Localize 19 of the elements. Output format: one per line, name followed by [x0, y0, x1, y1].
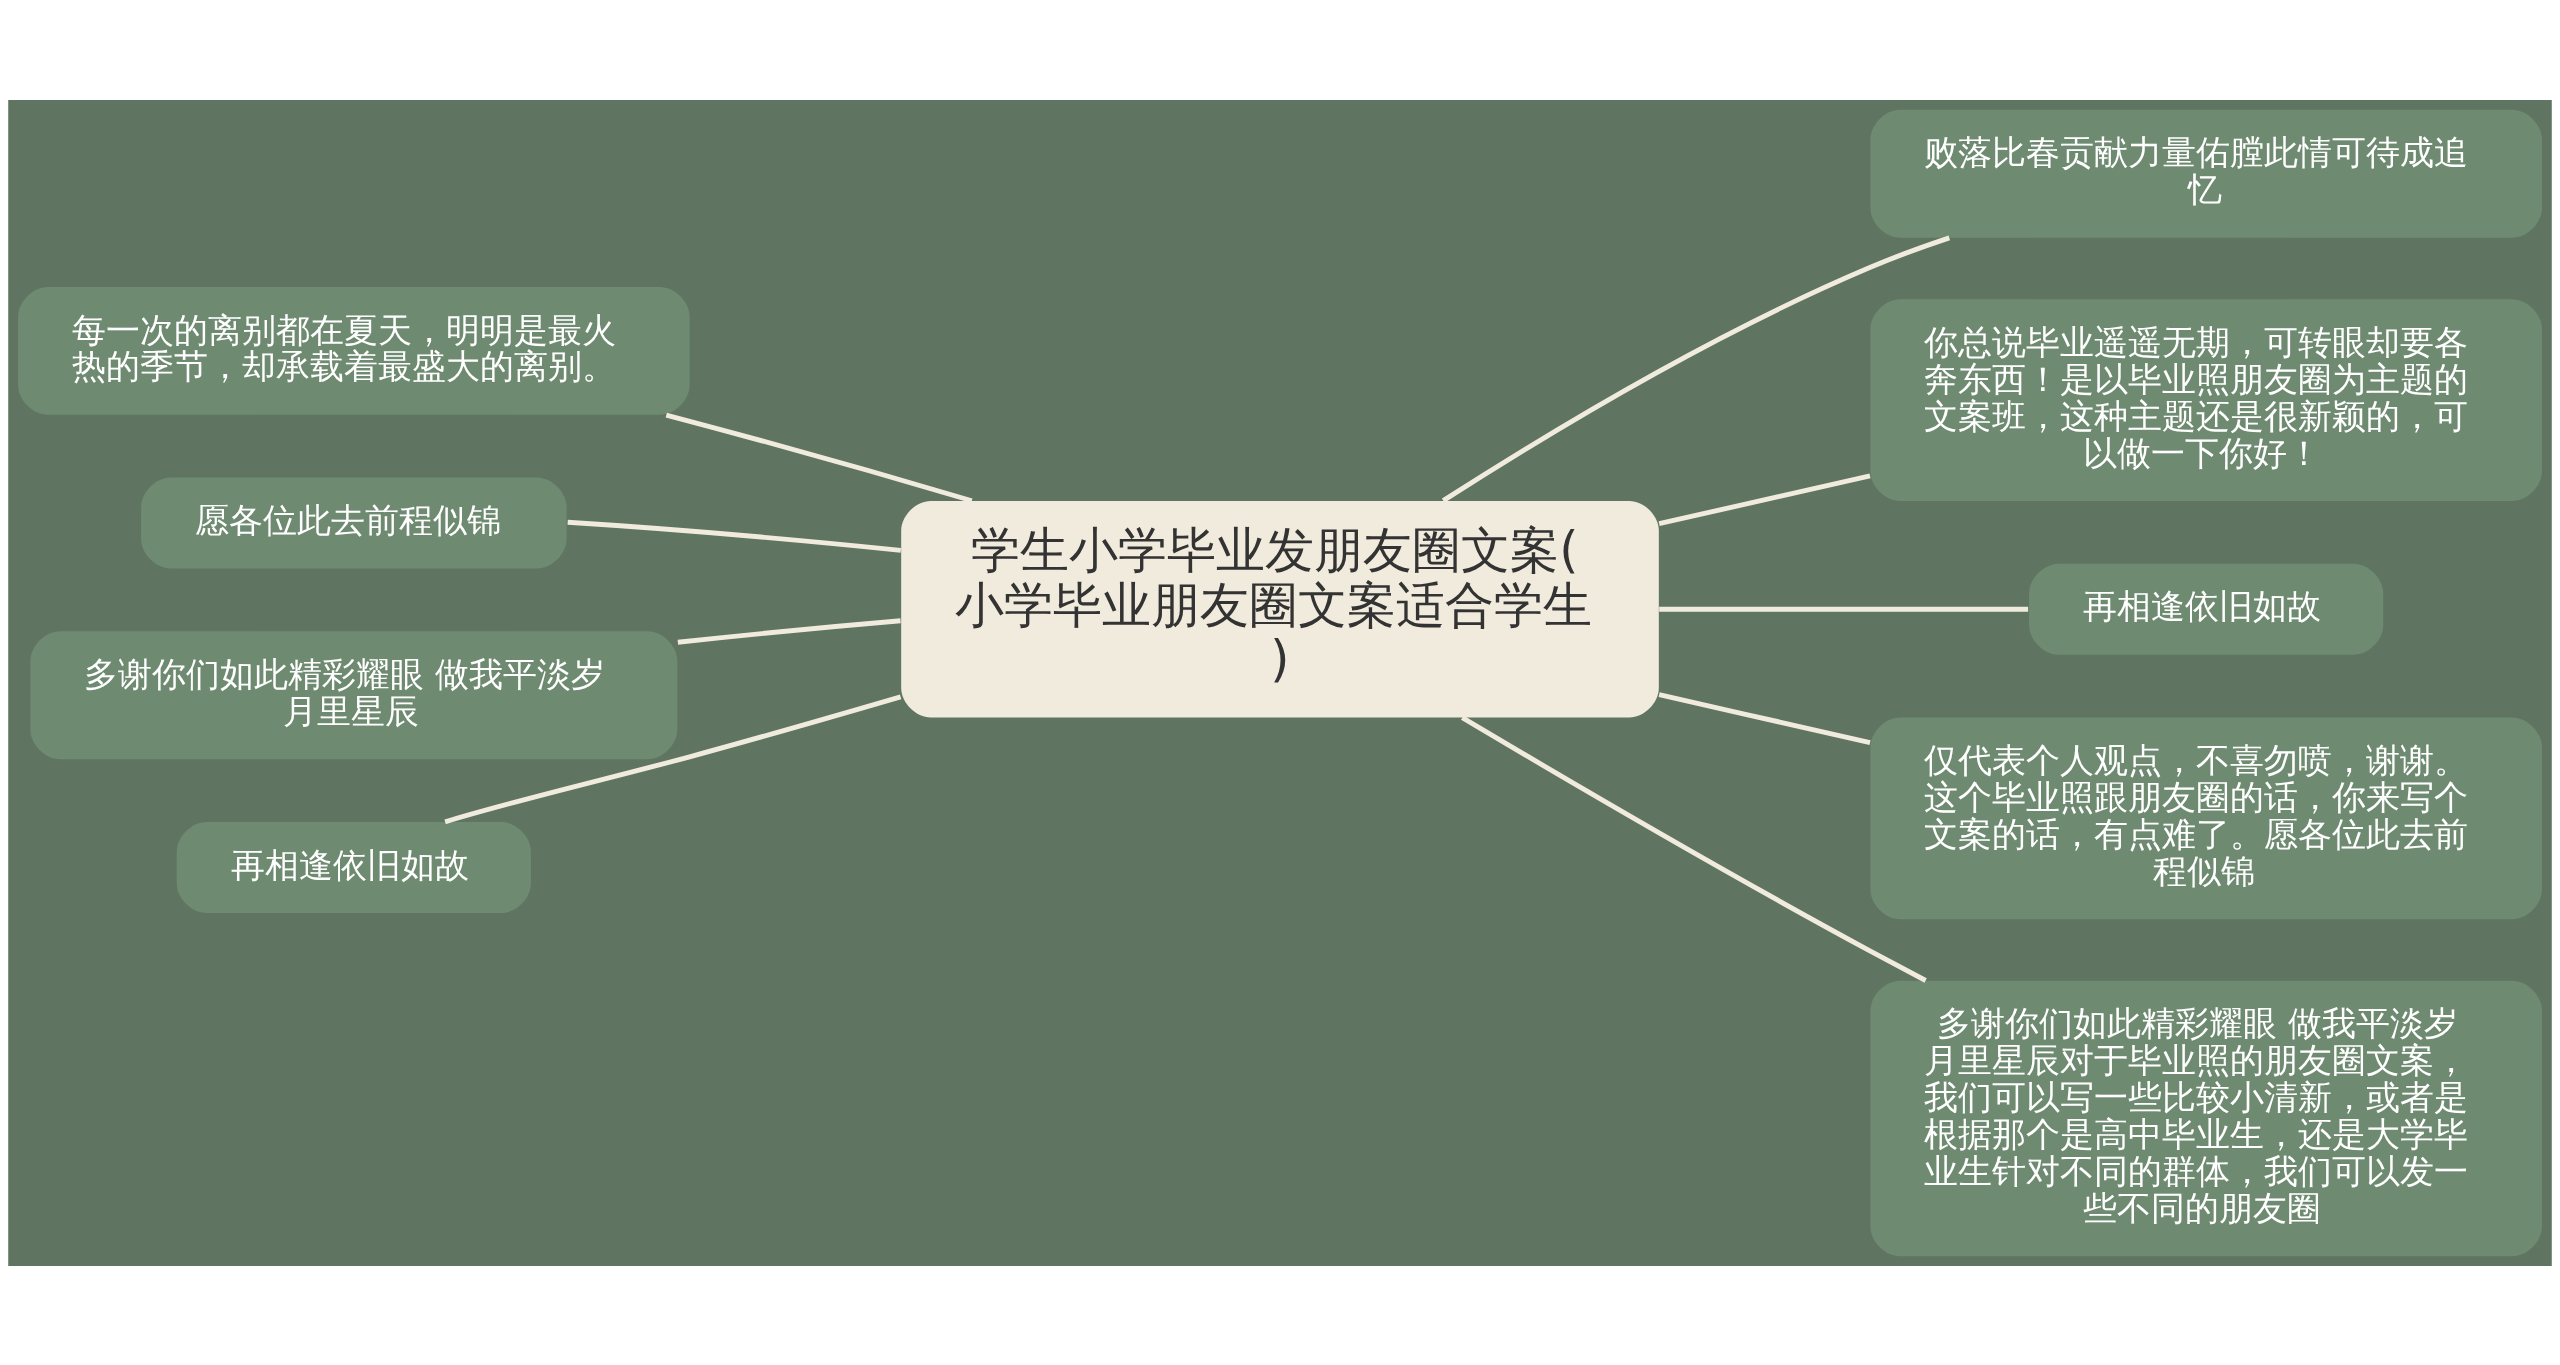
connector — [1441, 235, 1951, 503]
connector — [677, 617, 901, 645]
node-box: 每一次的离别都在夏天，明明是最火热的季节，却承载着最盛大的离别。 — [18, 286, 690, 415]
node-box: 愿各位此去前程似锦 — [141, 477, 567, 569]
node-box: 仅代表个人观点，不喜勿喷，谢谢。这个毕业照跟朋友圈的话，你来写个文案的话，有点难了。愿各位此去前程似锦 — [1870, 716, 2542, 919]
connector — [1461, 715, 1927, 983]
node-box: 再相逢依旧如故 — [176, 821, 531, 913]
connector — [444, 694, 902, 824]
connector — [567, 519, 902, 553]
node-box: 学生小学毕业发朋友圈文案(小学毕业朋友圈文案适合学生) — [901, 500, 1659, 717]
node-box: 败落比春贡献力量佑膛此情可待成追忆 — [1870, 109, 2542, 238]
node-box: 多谢你们如此精彩耀眼 做我平淡岁月里星辰 — [30, 630, 678, 759]
connector — [665, 412, 973, 503]
node-box: 多谢你们如此精彩耀眼 做我平淡岁月里星辰对于毕业照的朋友圈文案，我们可以写一些比较小清新，或者是根据那个是高中毕业生，还是大学毕业生针对不同的群体，我们可以发一些不同的朋友圈 — [1870, 980, 2542, 1256]
connector — [1658, 691, 1871, 745]
connector — [1659, 606, 2029, 612]
node-box: 你总说毕业遥遥无期，可转眼却要各奔东西！是以毕业照朋友圈为主题的文案班，这种主题还是很新颖的，可以做一下你好！ — [1870, 298, 2542, 501]
node-box: 再相逢依旧如故 — [2029, 563, 2384, 655]
connector — [1658, 472, 1871, 526]
